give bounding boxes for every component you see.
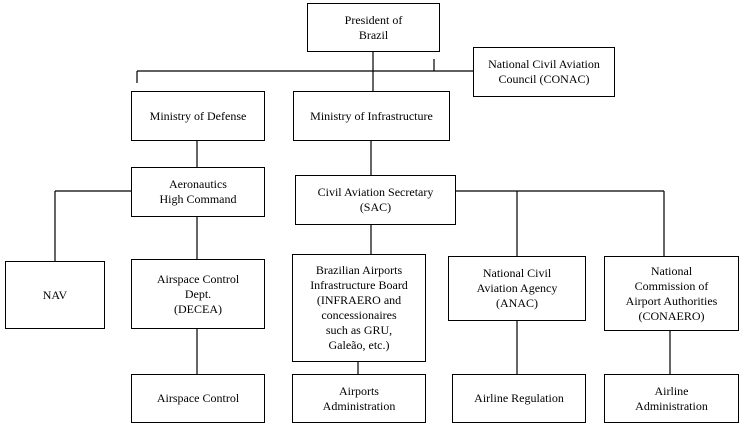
node-sac: Civil Aviation Secretary (SAC) bbox=[295, 175, 456, 225]
node-anac: National Civil Aviation Agency (ANAC) bbox=[448, 256, 586, 321]
node-decea: Airspace Control Dept. (DECEA) bbox=[131, 259, 265, 329]
node-conaero: National Commission of Airport Authoriti… bbox=[604, 256, 739, 331]
node-airspace-control: Airspace Control bbox=[131, 374, 265, 423]
node-ministry-infrastructure: Ministry of Infrastructure bbox=[293, 91, 450, 141]
node-infraero: Brazilian Airports Infrastructure Board … bbox=[292, 254, 426, 362]
node-conac: National Civil Aviation Council (CONAC) bbox=[473, 47, 615, 97]
node-airports-administration: Airports Administration bbox=[292, 374, 426, 423]
node-president: President of Brazil bbox=[307, 3, 440, 52]
node-airline-regulation: Airline Regulation bbox=[452, 374, 586, 423]
node-ministry-defense: Ministry of Defense bbox=[131, 91, 265, 141]
node-nav: NAV bbox=[5, 261, 105, 329]
node-aeronautics: Aeronautics High Command bbox=[131, 167, 265, 217]
node-airline-administration: Airline Administration bbox=[604, 374, 739, 423]
